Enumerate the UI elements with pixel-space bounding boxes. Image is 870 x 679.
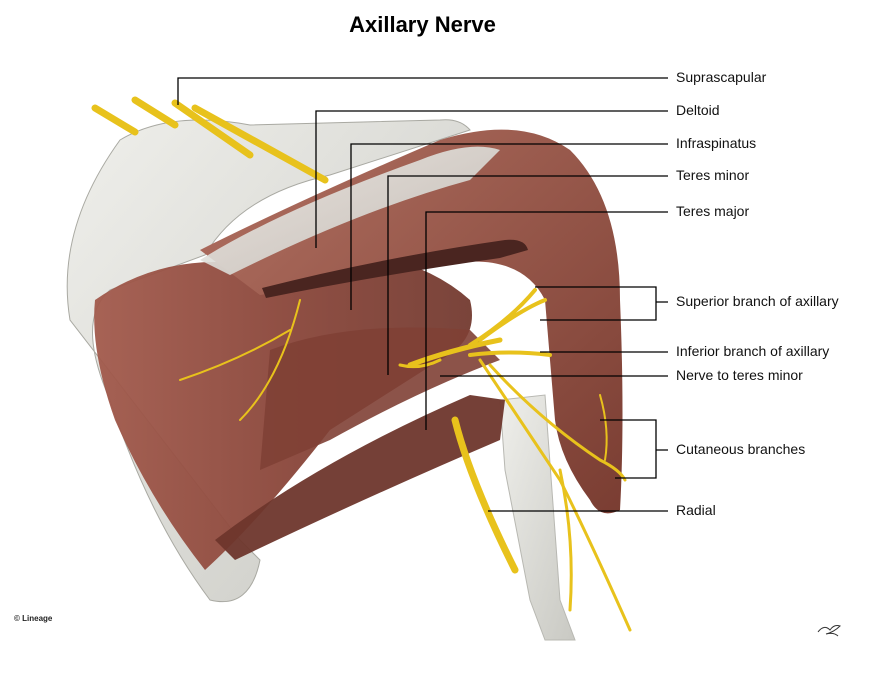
acromion-bone <box>200 146 500 275</box>
copyright-credit: © Lineage <box>14 614 53 623</box>
muscular-nerve-twigs <box>179 299 301 421</box>
cutaneous-nerve-1 <box>478 358 632 632</box>
humerus-bone <box>499 394 576 641</box>
suprascapular-nerve-4 <box>191 104 329 184</box>
leader-teres-minor <box>387 175 668 375</box>
label-cutaneous-branches: Cutaneous branches <box>676 441 806 457</box>
leader-superior-branch <box>535 286 668 321</box>
diagram-title: Axillary Nerve <box>349 12 496 37</box>
label-radial: Radial <box>676 502 716 518</box>
suprascapular-nerve <box>91 104 139 136</box>
leader-lines <box>177 77 668 512</box>
superior-branch-nerve <box>468 288 547 347</box>
cutaneous-nerve-2 <box>488 363 627 482</box>
cutaneous-nerve-4 <box>599 394 608 461</box>
teres-major-muscle <box>215 395 505 560</box>
deltoid-cut-edge <box>262 239 528 298</box>
nerve-bundle <box>91 96 632 632</box>
label-suprascapular: Suprascapular <box>676 69 767 85</box>
label-infraspinatus: Infraspinatus <box>676 135 757 151</box>
label-nerve-to-teres-minor: Nerve to teres minor <box>676 367 803 383</box>
label-teres-major: Teres major <box>676 203 750 219</box>
leader-teres-major <box>425 211 668 430</box>
label-deltoid: Deltoid <box>676 102 720 118</box>
inferior-branch-nerve <box>468 350 552 357</box>
suprascapular-nerve-2 <box>131 96 179 129</box>
label-superior-branch: Superior branch of axillary <box>676 293 839 309</box>
leader-infraspinatus <box>350 143 668 310</box>
label-teres-minor: Teres minor <box>676 167 750 183</box>
nerve-to-teres-minor <box>398 358 442 369</box>
artist-signature <box>817 625 841 637</box>
leader-suprascapular <box>177 77 668 105</box>
axillary-trunk <box>407 337 503 368</box>
teres-minor-muscle <box>260 327 500 470</box>
label-inferior-branch: Inferior branch of axillary <box>676 343 830 359</box>
radial-nerve <box>451 416 519 574</box>
leader-cutaneous <box>600 419 668 479</box>
leader-deltoid <box>315 110 668 248</box>
cutaneous-nerve-3 <box>558 468 573 612</box>
suprascapular-nerve-3 <box>171 99 254 159</box>
